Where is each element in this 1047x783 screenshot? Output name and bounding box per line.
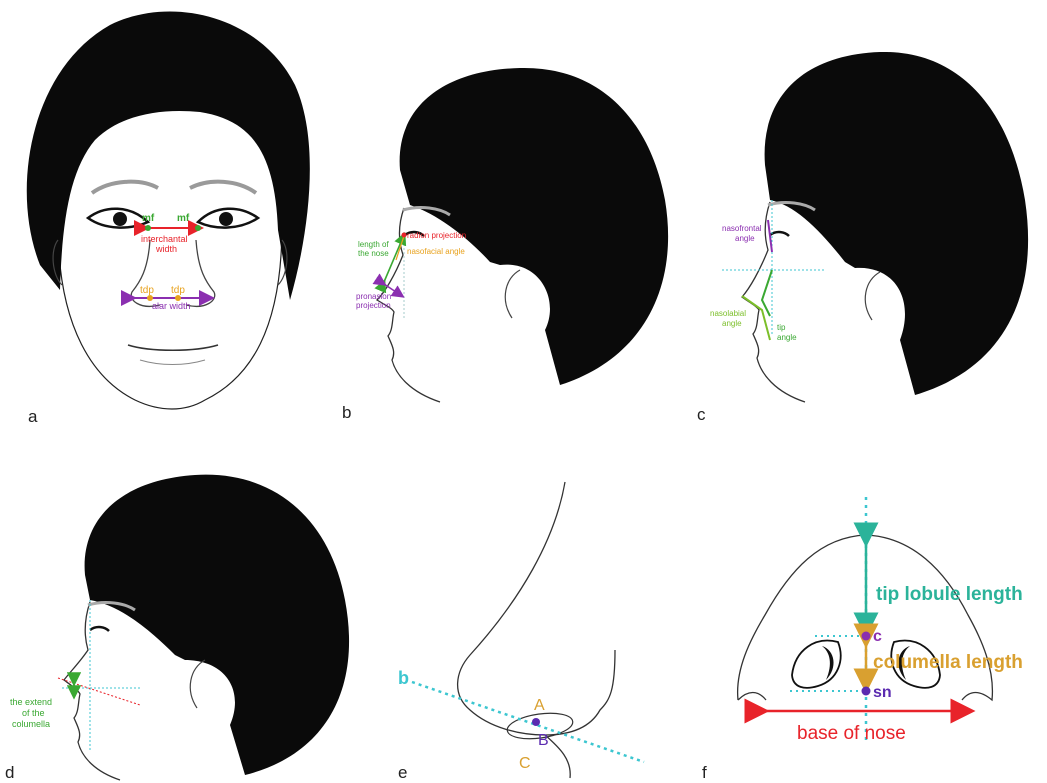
panel-a: mf mf interchantal width tdp tdp alar wi… xyxy=(27,11,310,426)
right-eyebrow xyxy=(190,182,256,193)
tdp-left-label: tdp xyxy=(140,285,154,296)
extend-label-2: of the xyxy=(22,708,45,718)
nasolabial-label-1: nasolabial xyxy=(710,309,746,318)
hair-front xyxy=(27,11,310,300)
interchantal-label-1: interchantal xyxy=(141,234,188,244)
point-B-label: B xyxy=(538,732,549,749)
nasofrontal-angle-line xyxy=(768,220,772,252)
left-eyebrow xyxy=(92,182,158,193)
tip-lobule-label: tip lobule length xyxy=(876,584,1023,605)
point-B-dot xyxy=(532,718,540,726)
point-A-label: A xyxy=(534,697,545,714)
hair-profile-d xyxy=(85,475,349,775)
interchantal-label-2: width xyxy=(155,244,177,254)
b-line xyxy=(412,682,644,762)
panel-letter-b: b xyxy=(342,403,351,422)
point-C-label: C xyxy=(519,755,531,772)
tip-label-1: tip xyxy=(777,323,786,332)
pronasion-label-1: pronasion xyxy=(356,292,391,301)
mf-left-label: mf xyxy=(142,213,155,224)
panel-e: b A B C e xyxy=(398,482,644,782)
tip-angle-line xyxy=(762,270,772,316)
alar-width-label: alar width xyxy=(152,301,191,311)
columella-length-label: columella length xyxy=(873,652,1023,673)
panel-letter-e: e xyxy=(398,763,407,782)
base-of-nose-label: base of nose xyxy=(797,723,906,744)
mf-right-point xyxy=(195,225,201,231)
tip-label-2: angle xyxy=(777,333,797,342)
point-sn-label: sn xyxy=(873,684,892,701)
mouth-front xyxy=(128,345,218,350)
point-sn-dot xyxy=(862,687,871,696)
panel-f: tip lobule length c columella length sn … xyxy=(702,497,1023,782)
mf-left-point xyxy=(145,225,151,231)
nasolabial-angle-line xyxy=(742,296,770,340)
nasofacial-angle-label: nasofacial angle xyxy=(407,247,465,256)
nasofrontal-label-1: nasofrontal xyxy=(722,224,762,233)
b-line-label: b xyxy=(398,668,409,688)
hair-profile-c xyxy=(765,52,1029,395)
panel-letter-a: a xyxy=(28,407,38,426)
tdp-right-label: tdp xyxy=(171,285,185,296)
radix-projection-label: radion projection xyxy=(407,231,466,240)
extend-label-1: the extend xyxy=(10,697,52,707)
extend-label-3: columella xyxy=(12,719,50,729)
panel-d: the extend of the columella d xyxy=(5,475,349,782)
pronasion-label-2: projection xyxy=(356,301,391,310)
panel-letter-d: d xyxy=(5,763,14,782)
panel-letter-f: f xyxy=(702,763,707,782)
panel-c: nasofrontal angle nasolabial angle tip a… xyxy=(697,52,1028,424)
point-c-label: c xyxy=(873,628,882,645)
nasolabial-label-2: angle xyxy=(722,319,742,328)
panel-letter-c: c xyxy=(697,405,706,424)
panel-b: length of the nose radion projection nas… xyxy=(342,68,668,422)
length-nose-label-2: the nose xyxy=(358,249,389,258)
hair-profile-b xyxy=(400,68,668,385)
mf-right-label: mf xyxy=(177,213,190,224)
point-c-dot xyxy=(862,632,871,641)
nasofrontal-label-2: angle xyxy=(735,234,755,243)
length-nose-label-1: length of xyxy=(358,240,389,249)
